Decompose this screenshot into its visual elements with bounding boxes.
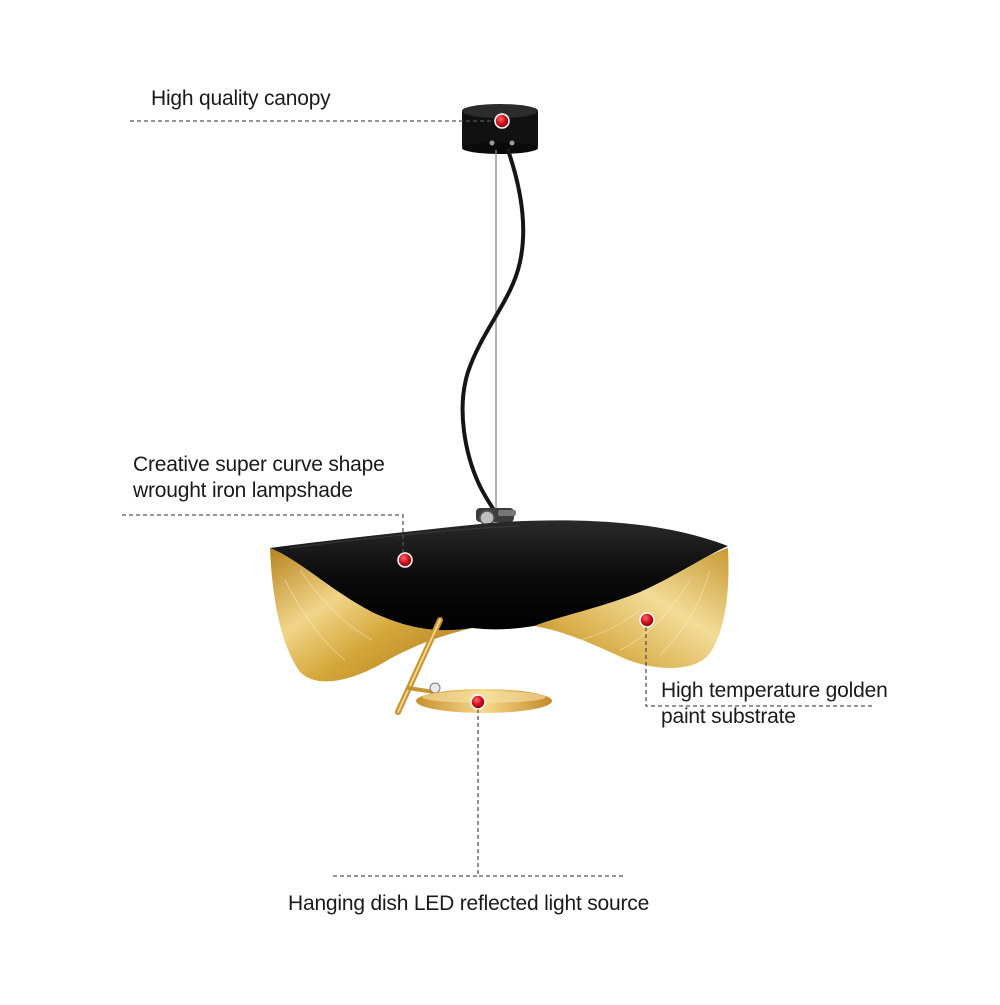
- lampshade-gold-right: [534, 548, 729, 669]
- gold-texture: [284, 569, 711, 661]
- lampshade-black-shell: [270, 520, 728, 631]
- shade-bracket: [476, 508, 516, 526]
- callout-lampshade-line-1: Creative super curve shape: [133, 453, 385, 476]
- callout-lampshade-line-2: wrought iron lampshade: [133, 479, 353, 502]
- callout-canopy-label: High quality canopy: [151, 86, 331, 112]
- red-dot-marker-lampshade: [397, 552, 413, 568]
- callout-dish-line-1: Hanging dish LED reflected light source: [288, 892, 650, 915]
- red-dot-marker-dish: [470, 694, 486, 710]
- lampshade-gold-left: [270, 548, 472, 682]
- power-cable: [460, 148, 526, 516]
- callout-markers: [397, 113, 655, 710]
- dish-arm: [395, 617, 443, 715]
- leader-lines: [122, 120, 872, 877]
- callout-lampshade-label: Creative super curve shape wrought iron …: [133, 452, 385, 504]
- callout-golden-line-2: paint substrate: [661, 705, 796, 728]
- callout-dish-label: Hanging dish LED reflected light source: [288, 891, 649, 917]
- red-dot-marker-golden: [639, 612, 655, 628]
- canopy: [462, 104, 538, 154]
- leader-line-lampshade: [122, 514, 404, 557]
- callout-golden-line-1: High temperature golden: [661, 679, 888, 702]
- callout-golden-label: High temperature golden paint substrate: [661, 678, 888, 730]
- callout-canopy-line-1: High quality canopy: [151, 87, 331, 110]
- leader-line-golden: [645, 620, 872, 707]
- leader-line-dish: [477, 702, 626, 877]
- red-dot-marker-canopy: [494, 113, 510, 129]
